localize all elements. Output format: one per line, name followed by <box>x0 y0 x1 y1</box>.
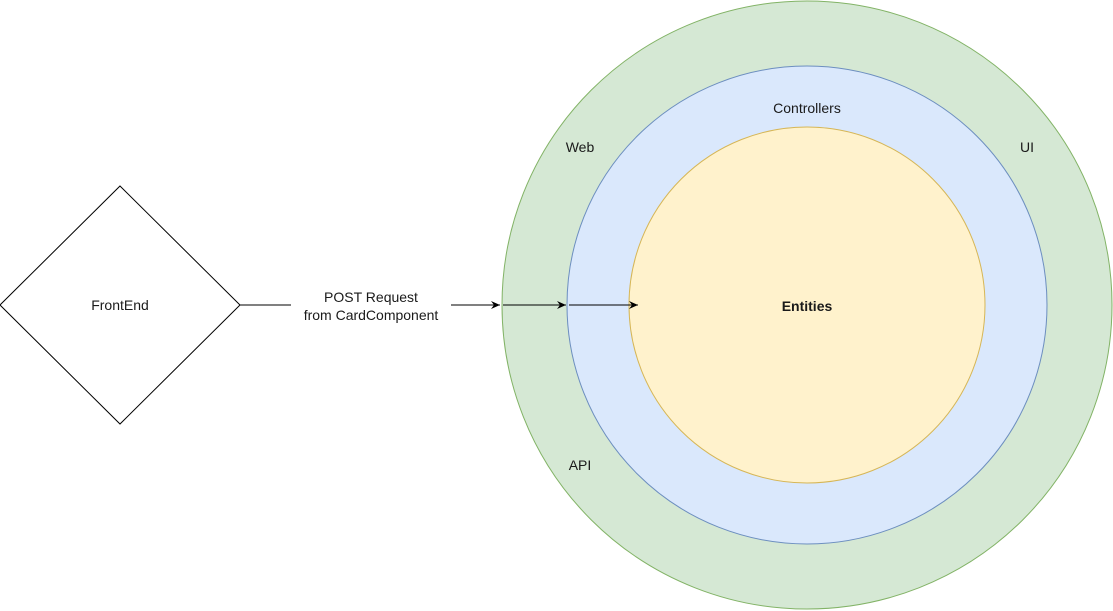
edge-label-line1: POST Request <box>324 289 418 305</box>
web-label: Web <box>566 139 595 155</box>
edge-label-line2: from CardComponent <box>304 307 439 323</box>
entities-label: Entities <box>782 298 833 314</box>
controllers-label: Controllers <box>773 100 841 116</box>
ui-label: UI <box>1020 139 1034 155</box>
frontend-node <box>0 185 241 425</box>
frontend-label: FrontEnd <box>91 297 149 313</box>
api-label: API <box>569 457 592 473</box>
